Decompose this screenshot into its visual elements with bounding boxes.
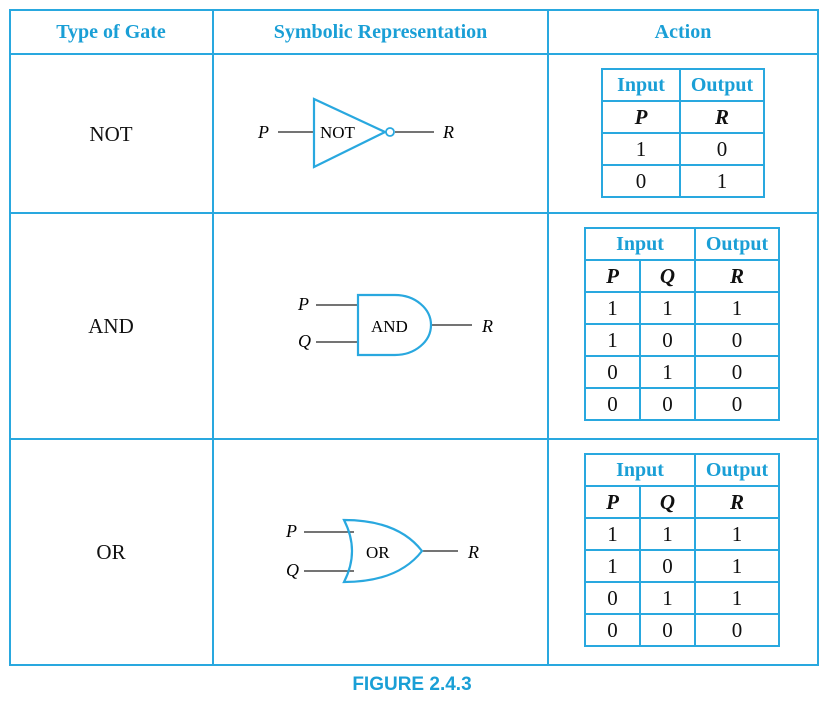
output-header: Output — [694, 453, 780, 487]
and-gate-symbol: P Q AND R — [290, 290, 510, 364]
input-header: Input — [584, 453, 696, 487]
cell: 1 — [639, 517, 696, 551]
cell: 1 — [584, 291, 641, 325]
var-r: R — [694, 485, 780, 519]
and-gate-label: AND — [371, 317, 408, 336]
or-gate-symbol: P Q OR R — [278, 516, 498, 590]
cell: 0 — [694, 323, 780, 357]
header-type-of-gate: Type of Gate — [56, 21, 166, 43]
cell: 0 — [679, 132, 765, 166]
gate-name-and: AND — [88, 314, 134, 338]
table-row: 1 1 1 — [584, 291, 780, 325]
var-q: Q — [639, 259, 696, 293]
header-divider — [9, 53, 819, 55]
output-header: Output — [694, 227, 780, 261]
cell: 0 — [639, 613, 696, 647]
or-input-p-label: P — [285, 521, 297, 541]
not-gate-label: NOT — [320, 123, 356, 142]
cell: 0 — [584, 581, 641, 615]
cell: 0 — [584, 355, 641, 389]
table-row: 1 0 1 — [584, 549, 780, 583]
column-divider-2 — [547, 9, 549, 666]
not-truth-table: Input Output P R 1 0 0 1 — [601, 68, 765, 198]
table-row: 0 1 0 — [584, 355, 780, 389]
cell: 1 — [584, 323, 641, 357]
or-output-r-label: R — [467, 542, 479, 562]
header-action: Action — [654, 21, 712, 43]
table-row: 0 0 0 — [584, 387, 780, 421]
var-p: P — [584, 485, 641, 519]
table-row: 1 0 0 — [584, 323, 780, 357]
table-row: 1 1 1 — [584, 517, 780, 551]
cell: 1 — [639, 581, 696, 615]
cell: 1 — [584, 549, 641, 583]
not-output-r-label: R — [442, 122, 454, 142]
cell: 0 — [639, 549, 696, 583]
table-row: 1 0 — [601, 132, 765, 166]
input-header: Input — [601, 68, 681, 102]
var-r: R — [679, 100, 765, 134]
not-input-p-label: P — [257, 122, 269, 142]
cell: 1 — [679, 164, 765, 198]
and-input-q-label: Q — [298, 331, 311, 351]
cell: 1 — [639, 291, 696, 325]
cell: 0 — [584, 387, 641, 421]
figure-table-frame — [9, 9, 819, 666]
cell: 0 — [694, 387, 780, 421]
not-gate-symbol: P NOT R — [250, 96, 470, 170]
and-truth-table: Input Output P Q R 1 1 1 1 0 0 0 1 0 0 0… — [584, 227, 780, 421]
var-p: P — [584, 259, 641, 293]
cell: 0 — [694, 355, 780, 389]
output-header: Output — [679, 68, 765, 102]
table-row: 0 1 1 — [584, 581, 780, 615]
cell: 0 — [584, 613, 641, 647]
cell: 1 — [584, 517, 641, 551]
or-input-q-label: Q — [286, 560, 299, 580]
var-q: Q — [639, 485, 696, 519]
row-divider-1 — [9, 212, 819, 214]
cell: 0 — [639, 387, 696, 421]
cell: 0 — [639, 323, 696, 357]
cell: 1 — [694, 517, 780, 551]
column-divider-1 — [212, 9, 214, 666]
cell: 1 — [694, 291, 780, 325]
and-output-r-label: R — [481, 316, 493, 336]
cell: 1 — [639, 355, 696, 389]
cell: 1 — [694, 549, 780, 583]
or-truth-table: Input Output P Q R 1 1 1 1 0 1 0 1 1 0 0… — [584, 453, 780, 647]
cell: 1 — [601, 132, 681, 166]
header-symbolic-representation: Symbolic Representation — [273, 21, 488, 43]
table-row: 0 1 — [601, 164, 765, 198]
cell: 1 — [694, 581, 780, 615]
table-row: 0 0 0 — [584, 613, 780, 647]
figure-caption: FIGURE 2.4.3 — [352, 674, 472, 695]
var-r: R — [694, 259, 780, 293]
input-header: Input — [584, 227, 696, 261]
cell: 0 — [601, 164, 681, 198]
row-divider-2 — [9, 438, 819, 440]
or-gate-label: OR — [366, 543, 390, 562]
gate-name-not: NOT — [89, 122, 133, 146]
cell: 0 — [694, 613, 780, 647]
and-input-p-label: P — [297, 294, 309, 314]
gate-name-or: OR — [96, 540, 126, 564]
var-p: P — [601, 100, 681, 134]
